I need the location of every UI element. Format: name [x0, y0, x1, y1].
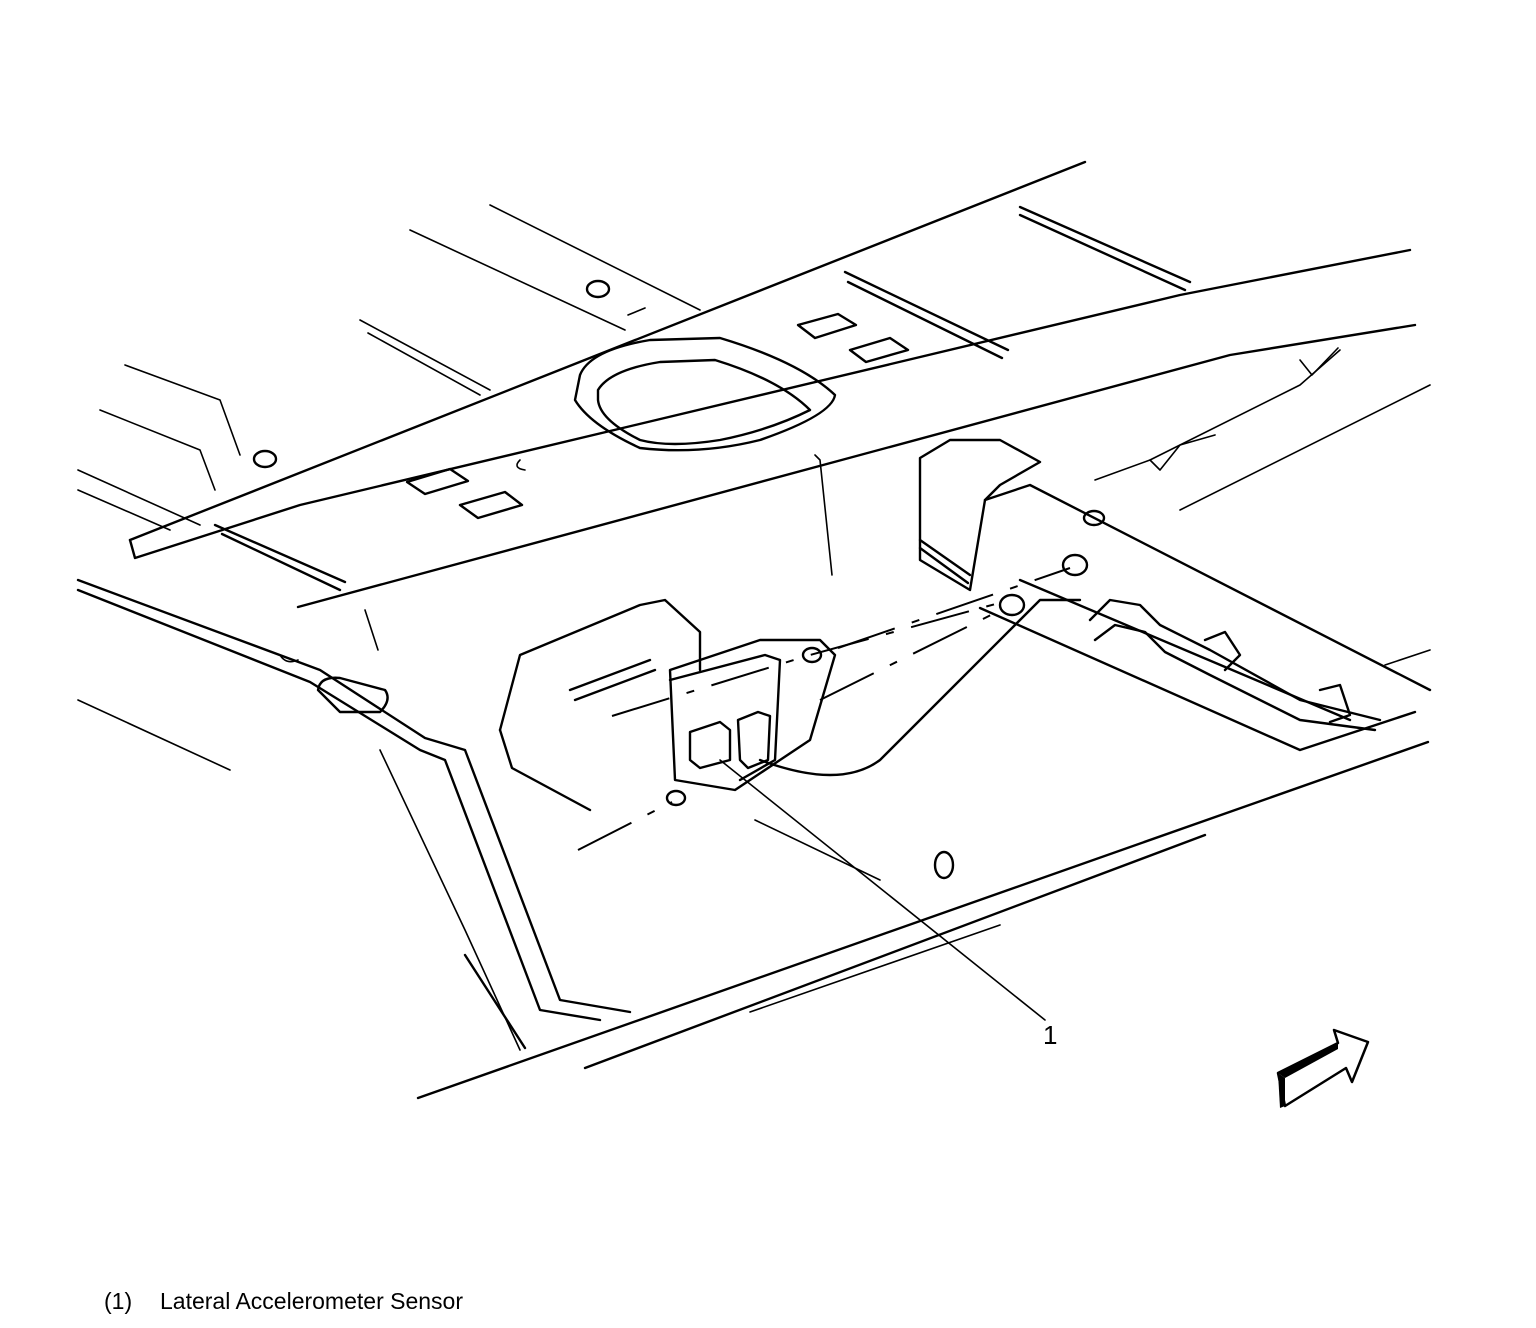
direction-arrow-icon: [1276, 1028, 1370, 1108]
callout-number: 1: [1043, 1020, 1057, 1050]
legend-label: Lateral Accelerometer Sensor: [160, 1288, 463, 1314]
fasteners: [998, 553, 1089, 617]
right-frame-rail: [978, 347, 1432, 752]
panel-opening: [573, 336, 837, 452]
floor-front-edge: [416, 740, 1430, 1100]
alignment-lines: [577, 567, 1071, 851]
left-frame-rail: [76, 578, 632, 1051]
mounting-bracket-front: [498, 598, 702, 812]
wiring-harness: [758, 598, 1382, 777]
callout-leader-line: [719, 759, 1046, 1021]
panel-holes: [252, 279, 1106, 880]
lateral-accelerometer-sensor: [665, 638, 837, 807]
legend-number: (1): [104, 1288, 133, 1314]
floor-panel: [77, 160, 1417, 609]
mounting-bracket-rear: [814, 438, 1042, 592]
figure-legend: (1) Lateral Accelerometer Sensor: [104, 1288, 463, 1315]
